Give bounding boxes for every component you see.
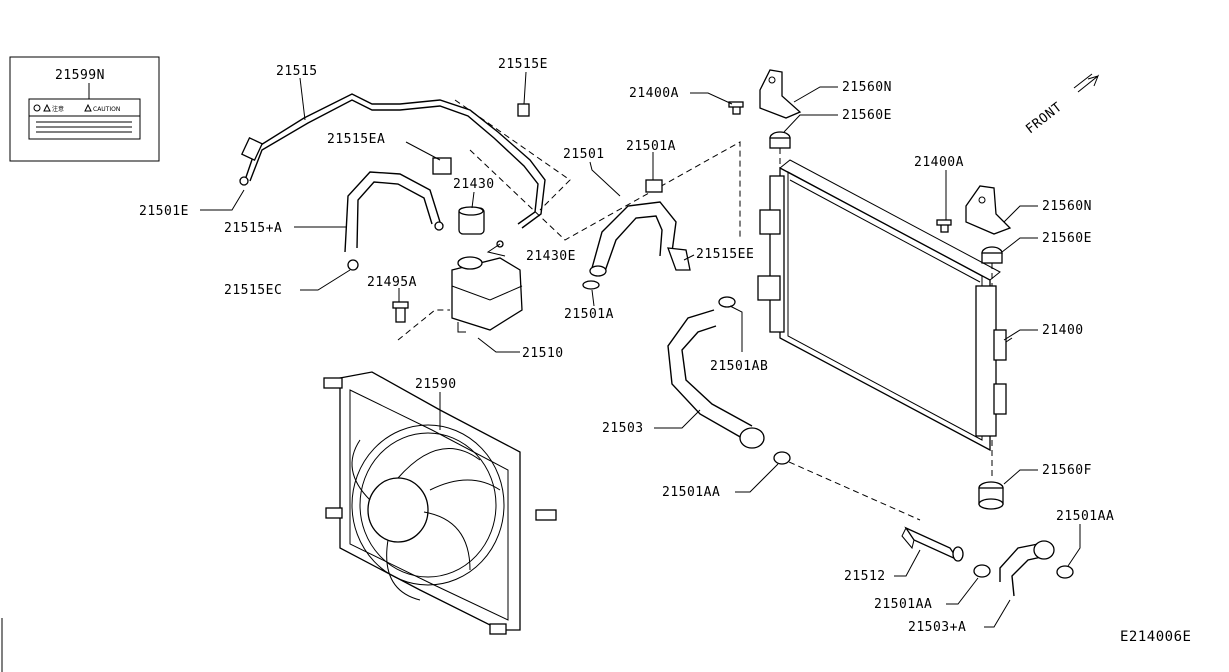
caution-label-box: 21599N 注意 CAUTION (9, 56, 160, 162)
bracket-21560N-mid (965, 185, 1012, 235)
clamp-21501AA-left (773, 451, 791, 465)
bolt-21495A (392, 301, 409, 323)
callout-21560F: 21560F (1042, 463, 1092, 478)
leader-lines (200, 71, 1081, 628)
callout-21560E-mid: 21560E (1042, 231, 1092, 246)
clamp-21501A-top (645, 179, 663, 193)
clip-21515E (517, 103, 530, 117)
callout-21400A-top: 21400A (629, 86, 679, 101)
clamp-21501AB (718, 296, 736, 308)
callout-21599N: 21599N (55, 68, 105, 83)
radiator-21400 (757, 159, 1013, 452)
callout-21515A: 21515+A (224, 221, 282, 236)
callout-21501E: 21501E (139, 204, 189, 219)
callout-21501AA-bottom: 21501AA (874, 597, 932, 612)
front-label: FRONT (1023, 100, 1065, 137)
hose-21515 (239, 93, 546, 229)
mount-21560F (978, 481, 1004, 510)
callout-21501AB: 21501AB (710, 359, 768, 374)
callout-21501A-top: 21501A (626, 139, 676, 154)
callout-21400A-mid: 21400A (914, 155, 964, 170)
mount-21560E-top (769, 131, 791, 149)
callout-21560N-top: 21560N (842, 80, 892, 95)
caution-triangle-icon (84, 103, 92, 112)
mount-21560E-mid (981, 246, 1003, 264)
reservoir-tank-21510 (451, 206, 523, 333)
clip-21515EE (667, 247, 691, 271)
callout-21515EA: 21515EA (327, 132, 385, 147)
pipe-21512 (901, 526, 964, 562)
bolt-21400A-mid (936, 219, 952, 233)
callout-21590: 21590 (415, 377, 457, 392)
clip-21515EC (347, 259, 359, 271)
callout-21515EC: 21515EC (224, 283, 282, 298)
callout-21560N-mid: 21560N (1042, 199, 1092, 214)
warning-circle-icon (33, 104, 41, 112)
clamp-21501AA-right (1056, 565, 1074, 579)
fan-motor-hub (367, 477, 429, 543)
callout-21515E: 21515E (498, 57, 548, 72)
callout-21512: 21512 (844, 569, 886, 584)
callout-21501AA-right: 21501AA (1056, 509, 1114, 524)
callout-21503: 21503 (602, 421, 644, 436)
callout-labels: 21515 21515E 21515EA 21430 21501E 21515+… (139, 57, 1114, 635)
callout-21501: 21501 (563, 147, 605, 162)
bracket-21560N-top (759, 69, 802, 119)
hose-21515A (344, 157, 452, 271)
callout-21510: 21510 (522, 346, 564, 361)
callout-21515EE: 21515EE (696, 247, 754, 262)
front-direction-arrow: FRONT (1023, 73, 1100, 137)
callout-21501A-bottom: 21501A (564, 307, 614, 322)
hose-21503A (999, 540, 1074, 597)
clamp-21501A-bottom (582, 280, 600, 290)
clip-21515EA (432, 157, 452, 175)
callout-21560E-top: 21560E (842, 108, 892, 123)
diagram-id: E214006E (1120, 629, 1191, 645)
callout-21503A: 21503+A (908, 620, 966, 635)
callout-21430: 21430 (453, 177, 495, 192)
callout-21501AA-left: 21501AA (662, 485, 720, 500)
hose-21503 (667, 296, 791, 465)
callout-21515: 21515 (276, 64, 318, 79)
clamp-21501AA-bottom (973, 564, 991, 578)
callout-21430E: 21430E (526, 249, 576, 264)
bolt-21400A-top (728, 101, 744, 115)
callout-21495A: 21495A (367, 275, 417, 290)
fan-shroud-21590 (323, 371, 557, 635)
caution-label-caution-text: CAUTION (93, 106, 120, 113)
hose-21501 (582, 179, 691, 290)
caution-label-warning-text: 注意 (52, 105, 64, 113)
warning-triangle-icon (43, 103, 51, 112)
callout-21400: 21400 (1042, 323, 1084, 338)
